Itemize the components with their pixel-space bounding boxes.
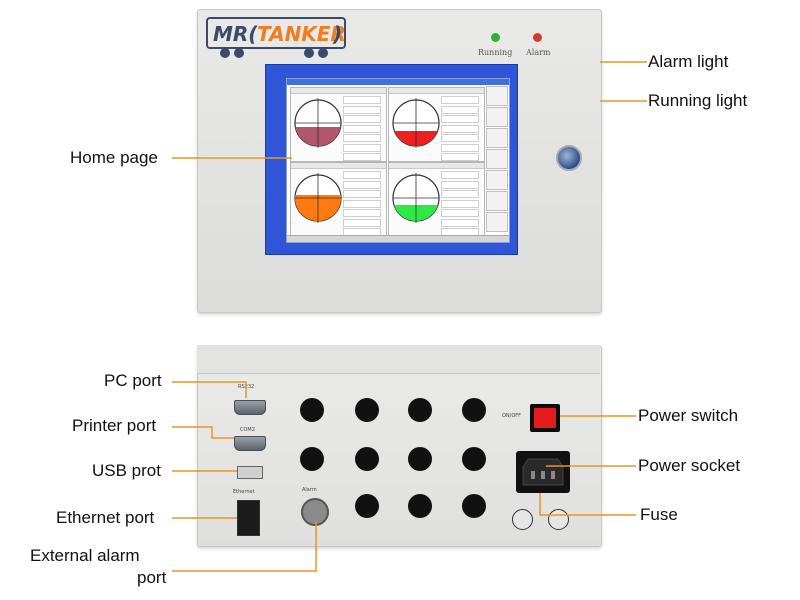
usb-port[interactable]	[237, 466, 263, 479]
vent-hole	[462, 447, 486, 471]
alarm-port-small-label: Alarm	[302, 487, 317, 493]
svg-text:): )	[332, 22, 342, 46]
printer-port-small-label: COM2	[240, 427, 255, 433]
running-indicator-label: Running	[478, 48, 513, 57]
tank-gauge-4	[392, 173, 440, 223]
callout-external-alarm-port-line1: External alarm	[30, 546, 140, 565]
vent-hole	[462, 398, 486, 422]
key-switch-button[interactable]	[556, 145, 582, 171]
callout-external-alarm-port-line2: port	[137, 568, 167, 587]
callout-ethernet-port: Ethernet port	[56, 508, 155, 527]
callout-alarm-light: Alarm light	[648, 52, 729, 71]
ethernet-port-small-label: Ethernet	[233, 489, 255, 495]
alarm-indicator-label: Alarm	[526, 48, 551, 57]
back-panel-top-edge	[197, 345, 600, 374]
callout-home-page: Home page	[70, 148, 158, 167]
screen-status-bar	[287, 235, 509, 242]
vent-hole	[408, 447, 432, 471]
vent-hole	[355, 398, 379, 422]
callout-usb-port: USB prot	[92, 461, 161, 480]
settings-icon[interactable]	[486, 128, 508, 148]
vent-hole	[300, 447, 324, 471]
printer-port[interactable]	[234, 436, 266, 451]
tank-cell-2[interactable]	[388, 87, 485, 162]
vent-hole	[355, 447, 379, 471]
callout-pc-port: PC port	[104, 371, 162, 390]
unit-icon[interactable]	[486, 191, 508, 211]
history-icon[interactable]	[486, 107, 508, 127]
keyboard-icon[interactable]	[486, 212, 508, 232]
vent-hole	[408, 398, 432, 422]
callout-power-switch: Power switch	[638, 406, 739, 425]
screen-sidebar	[486, 86, 508, 234]
ethernet-port[interactable]	[237, 500, 260, 536]
tank-cell-1[interactable]	[290, 87, 387, 162]
user-icon[interactable]	[486, 149, 508, 169]
fuse-holder-left[interactable]	[512, 509, 533, 530]
running-indicator-icon	[491, 33, 500, 42]
callout-power-socket: Power socket	[638, 456, 741, 475]
pc-port[interactable]	[234, 400, 266, 415]
power-switch[interactable]	[530, 404, 560, 432]
tank-gauge-2	[392, 98, 440, 148]
vent-hole	[300, 398, 324, 422]
callout-printer-port: Printer port	[72, 416, 157, 435]
screen-title-bar	[287, 79, 509, 85]
alarm-icon[interactable]	[486, 86, 508, 106]
tank-gauge-3	[294, 173, 342, 223]
svg-text:TANKER: TANKER	[257, 22, 346, 46]
callout-fuse: Fuse	[640, 505, 678, 524]
tank-cell-3[interactable]	[290, 162, 387, 237]
tank-gauge-1	[294, 98, 342, 148]
external-alarm-port[interactable]	[301, 498, 329, 526]
alarm-indicator-icon	[533, 33, 542, 42]
vent-hole	[462, 494, 486, 518]
svg-text:MR(: MR(	[213, 22, 258, 46]
vent-hole	[408, 494, 432, 518]
callout-running-light: Running light	[648, 91, 748, 110]
touch-screen-home-page[interactable]	[286, 78, 510, 243]
brand-logo: MR( TANKER )	[206, 17, 346, 58]
vent-hole	[355, 494, 379, 518]
report-icon[interactable]	[486, 170, 508, 190]
power-switch-small-label: ON/OFF	[502, 413, 522, 419]
